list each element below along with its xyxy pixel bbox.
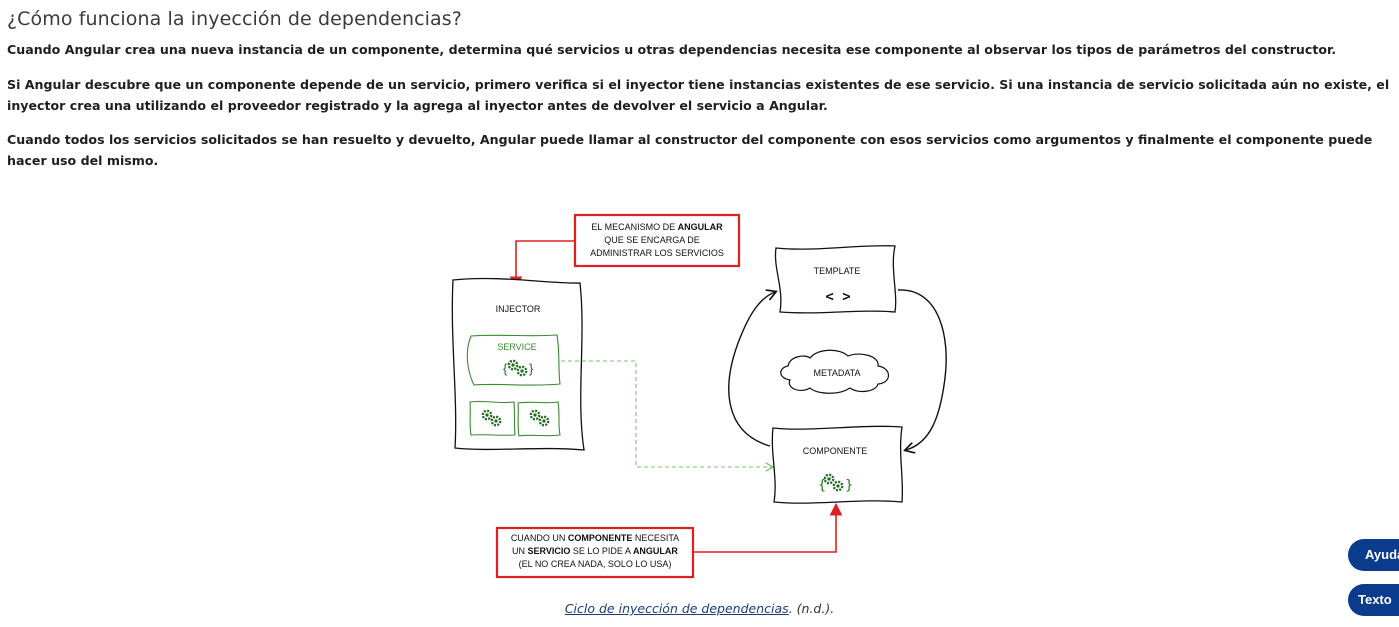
text-button[interactable]: Texto [1348,584,1399,616]
caption-suffix: . (n.d.). [788,601,835,616]
callout-top-arrow [509,240,575,290]
svg-text:{: { [503,361,508,376]
callout-bottom-line3: (EL NO CREA NADA, SOLO LO USA) [519,559,672,569]
paragraph-3: Cuando todos los servicios solicitados s… [7,132,1373,168]
component-box: COMPONENTE { } [771,425,904,504]
svg-text:CUANDO UN COMPONENTE NECESITA: CUANDO UN COMPONENTE NECESITA [511,533,679,543]
svg-text:UN SERVICIO SE LO PIDE A ANGUL: UN SERVICIO SE LO PIDE A ANGULAR [512,546,678,556]
service-gear-icon: { } [503,359,534,377]
cycle-arrow-left [728,292,775,447]
cycle-arrow-right [897,289,947,450]
caption-link[interactable]: Ciclo de inyección de dependencias [564,601,789,616]
component-label: COMPONENTE [803,446,868,456]
callout-top-line2: QUE SE ENCARGA DE [604,235,700,245]
callout-component-request: CUANDO UN COMPONENTE NECESITA UN SERVICI… [495,526,695,579]
svg-text:}: } [529,361,534,376]
figure-caption: Ciclo de inyección de dependencias. (n.d… [0,601,1399,616]
callout-top-line1: EL MECANISMO DE [591,222,677,232]
diagram-svg: EL MECANISMO DE ANGULAR QUE SE ENCARGA D… [451,213,947,579]
metadata-label: METADATA [814,368,861,378]
callout-top-bold: ANGULAR [678,222,723,232]
injector-box: INJECTOR SERVICE { } [451,277,585,451]
paragraph-1: Cuando Angular crea una nueva instancia … [7,42,1337,57]
dependency-injection-diagram: EL MECANISMO DE ANGULAR QUE SE ENCARGA D… [440,208,960,588]
service-instance-2-icon [517,401,561,437]
injector-label: INJECTOR [496,304,541,314]
svg-text:EL MECANISMO DE ANGULAR: EL MECANISMO DE ANGULAR [591,222,723,232]
callout-bottom-arrow [693,502,843,553]
paragraph-2: Si Angular descubre que un componente de… [7,77,1390,113]
callout-top-line3: ADMINISTRAR LOS SERVICIOS [590,248,724,258]
template-label: TEMPLATE [814,266,861,276]
template-code-icon: < > [825,289,850,305]
svg-text:}: } [845,478,853,493]
metadata-cloud: METADATA [780,349,890,394]
section-title: ¿Cómo funciona la inyección de dependenc… [7,8,462,30]
template-box: TEMPLATE < > [774,245,897,314]
help-button[interactable]: Ayuda [1348,539,1399,571]
service-label: SERVICE [497,342,536,352]
component-gear-icon: { } [818,473,853,493]
svg-text:{: { [818,478,826,493]
service-to-component-connector [561,360,772,467]
callout-angular-mechanism: EL MECANISMO DE ANGULAR QUE SE ENCARGA D… [573,213,741,268]
service-instance-1-icon [469,400,516,436]
